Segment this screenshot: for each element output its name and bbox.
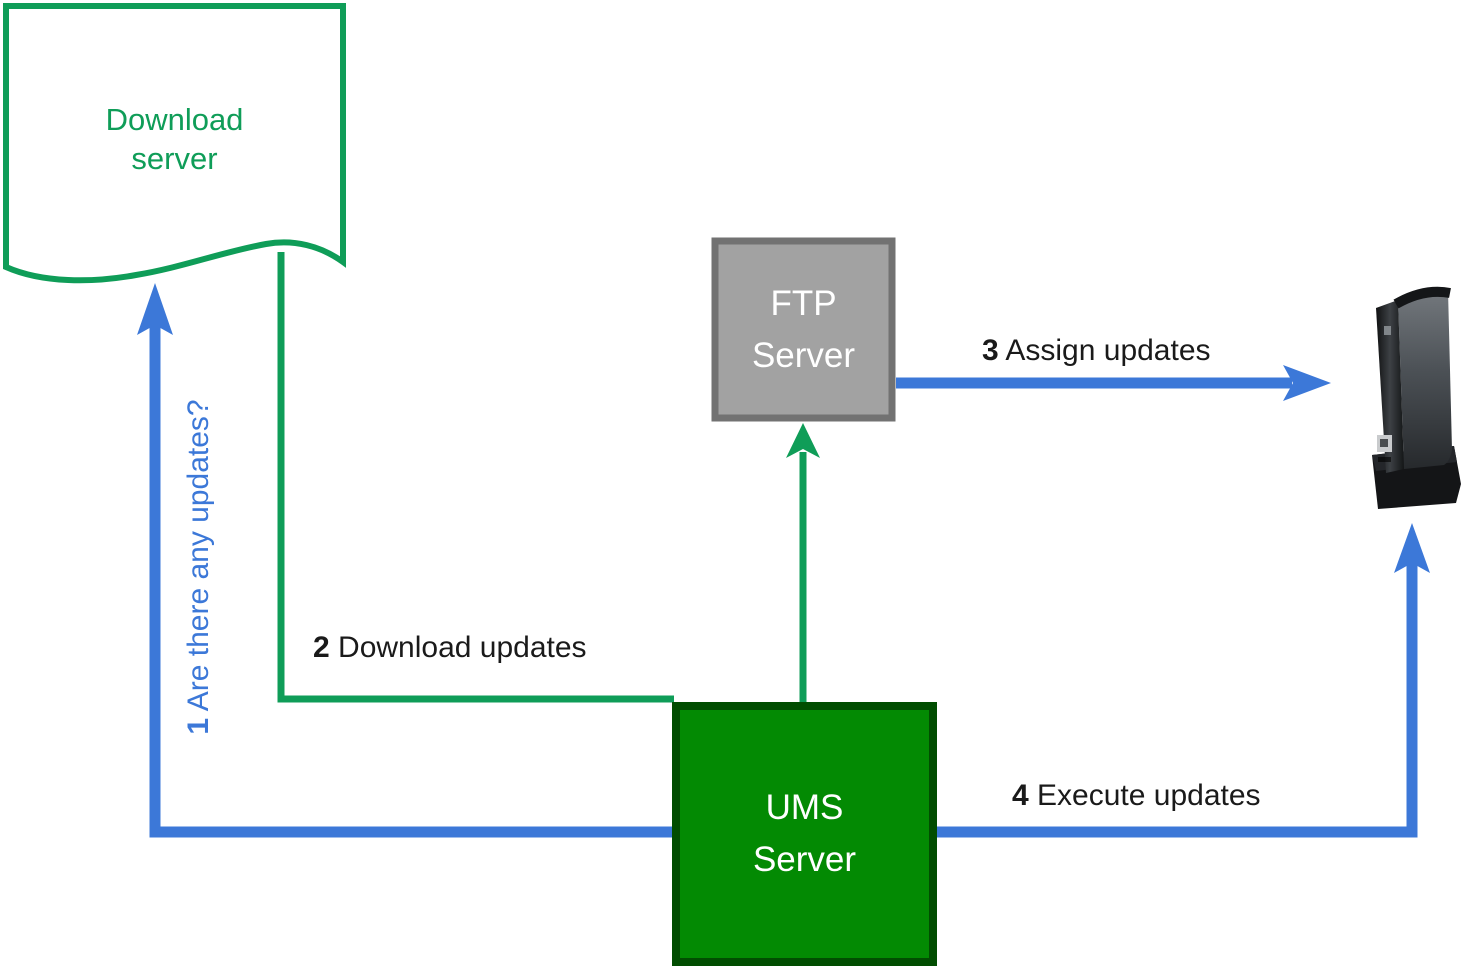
ftp-server-label: FTP Server — [751, 284, 856, 375]
step3-number: 3 — [982, 334, 999, 367]
device-label-mark — [1380, 439, 1388, 447]
ums-server-label: UMS Server — [752, 788, 857, 879]
device-logo — [1384, 326, 1391, 335]
ums-server-box — [672, 702, 937, 966]
step2-line — [277, 252, 674, 703]
step1-arrowhead-icon — [137, 283, 173, 335]
device-front-face — [1376, 300, 1404, 473]
ums-to-ftp-arrowhead-icon — [786, 423, 820, 458]
download-server-box — [2, 3, 346, 284]
step2-text: Download updates — [338, 631, 587, 664]
step4-text: Execute updates — [1037, 779, 1261, 812]
thin-client-tower-icon — [1372, 286, 1461, 509]
step4-number: 4 — [1012, 779, 1029, 812]
step1-text: Are there any updates? — [182, 399, 215, 712]
step3-label: 3 Assign updates — [982, 334, 1211, 368]
step1-label: 1 Are there any updates? — [182, 357, 216, 777]
step4-label: 4 Execute updates — [1012, 779, 1261, 813]
device-slot — [1378, 457, 1391, 462]
step3-arrowhead-icon — [1283, 365, 1331, 401]
step4-arrowhead-icon — [1394, 523, 1430, 573]
device-side-panel — [1398, 289, 1452, 469]
thin-client-device-image — [1360, 284, 1468, 512]
device-top-band — [1393, 286, 1451, 309]
step3-text: Assign updates — [1005, 334, 1211, 367]
step1-number: 1 — [182, 717, 215, 735]
step2-label: 2 Download updates — [313, 631, 587, 665]
ftp-server-box — [711, 237, 896, 422]
download-server-label: Download server — [105, 102, 244, 176]
step2-number: 2 — [313, 631, 330, 664]
